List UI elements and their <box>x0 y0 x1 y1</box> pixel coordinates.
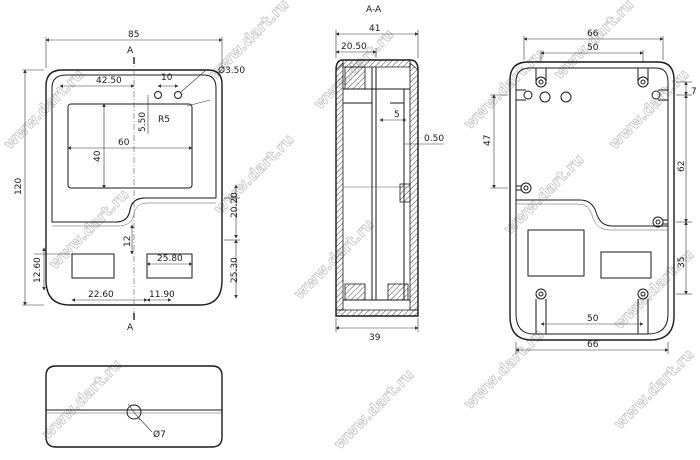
bottom-outline <box>45 365 223 448</box>
front-outline <box>45 69 223 306</box>
mount-boss-br <box>637 288 649 334</box>
back-outline <box>509 61 675 341</box>
svg-text:20.20: 20.20 <box>230 192 240 218</box>
cutout-right <box>146 253 193 279</box>
hole-back-left <box>539 91 551 103</box>
svg-text:39: 39 <box>369 333 381 343</box>
svg-text:www.dart.ru: www.dart.ru <box>460 45 547 132</box>
hole-left <box>154 91 162 99</box>
svg-text:62: 62 <box>677 161 687 172</box>
svg-text:www.dart.ru: www.dart.ru <box>38 355 125 442</box>
svg-text:66: 66 <box>587 340 599 350</box>
back-view: 66 50 47 62 7 35 50 66 <box>483 29 697 354</box>
svg-text:www.dart.ru: www.dart.ru <box>550 0 637 83</box>
svg-text:35: 35 <box>677 257 687 268</box>
svg-text:7: 7 <box>691 87 697 97</box>
mount-boss-tr <box>637 68 649 88</box>
svg-text:12.60: 12.60 <box>33 257 43 283</box>
svg-text:25.30: 25.30 <box>230 257 240 283</box>
display-window <box>67 103 193 189</box>
svg-text:5.50: 5.50 <box>138 112 148 132</box>
svg-text:A-A: A-A <box>366 5 382 15</box>
mount-boss-cr <box>652 216 668 228</box>
svg-text:120: 120 <box>14 178 24 195</box>
svg-text:10: 10 <box>161 73 173 83</box>
svg-text:85: 85 <box>128 30 139 40</box>
svg-text:12: 12 <box>123 236 133 247</box>
svg-text:Ø7: Ø7 <box>153 429 166 440</box>
svg-text:41: 41 <box>369 24 380 34</box>
svg-text:11.90: 11.90 <box>149 290 175 300</box>
svg-text:66: 66 <box>587 29 599 39</box>
mount-boss-bl <box>535 288 547 334</box>
cable-hole <box>126 404 142 420</box>
cutout-left <box>71 253 115 279</box>
svg-text:www.dart.ru: www.dart.ru <box>0 65 87 152</box>
front-step-line <box>52 197 216 223</box>
svg-text:A: A <box>127 46 134 56</box>
section-shell-right <box>409 62 419 311</box>
svg-text:22.60: 22.60 <box>88 290 114 300</box>
svg-text:50: 50 <box>587 43 599 53</box>
section-shell-left <box>335 62 344 311</box>
section-shell-bottom <box>335 309 419 317</box>
svg-text:A: A <box>127 323 134 333</box>
svg-text:20.50: 20.50 <box>341 42 367 52</box>
svg-text:60: 60 <box>118 138 130 148</box>
bottom-view: Ø7 <box>45 365 223 448</box>
svg-text:www.dart.ru: www.dart.ru <box>500 150 587 237</box>
svg-text:Ø3.50: Ø3.50 <box>218 65 245 76</box>
svg-text:www.dart.ru: www.dart.ru <box>45 185 132 272</box>
back-cutout-left <box>527 229 585 277</box>
back-cutout-right <box>600 251 652 279</box>
front-view: 85 A 120 42.50 10 Ø3.50 5.50 R5 60 40 <box>14 30 245 333</box>
section-shell-top <box>342 59 411 68</box>
mount-boss-mr <box>651 89 668 101</box>
hole-back-right <box>560 91 572 103</box>
svg-text:40: 40 <box>93 150 103 162</box>
section-view: A-A 41 20.50 5 0.50 <box>335 5 444 343</box>
svg-text:www.dart.ru: www.dart.ru <box>210 130 297 217</box>
svg-text:25.80: 25.80 <box>157 254 183 264</box>
hole-right <box>174 91 182 99</box>
svg-text:42.50: 42.50 <box>96 76 122 86</box>
svg-text:www.dart.ru: www.dart.ru <box>460 325 547 412</box>
svg-text:R5: R5 <box>158 115 170 125</box>
mount-boss-ml <box>516 89 533 101</box>
svg-text:50: 50 <box>587 314 599 324</box>
svg-text:5: 5 <box>394 110 400 120</box>
svg-text:47: 47 <box>483 135 493 146</box>
svg-text:0.50: 0.50 <box>424 134 444 144</box>
svg-text:www.dart.ru: www.dart.ru <box>610 345 697 432</box>
mount-boss-cl <box>516 182 532 194</box>
svg-text:www.dart.ru: www.dart.ru <box>605 65 692 152</box>
mount-boss-tl <box>535 68 547 88</box>
svg-text:www.dart.ru: www.dart.ru <box>330 365 417 452</box>
